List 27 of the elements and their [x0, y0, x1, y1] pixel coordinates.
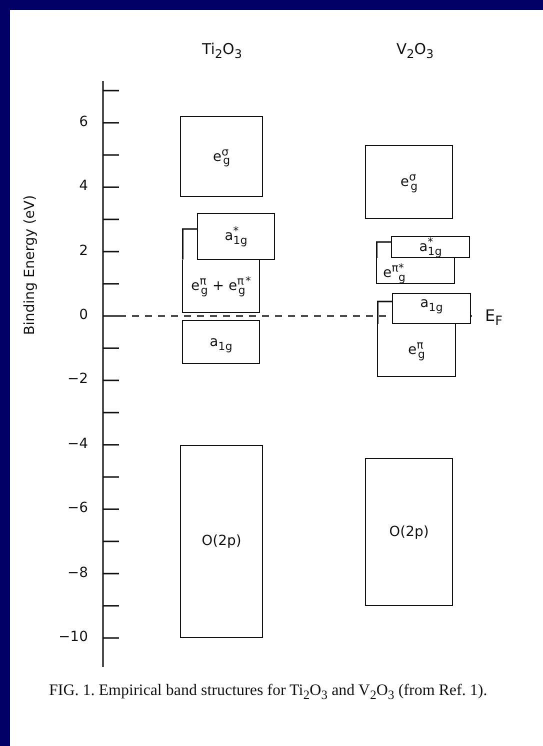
tick-label: 4 [79, 179, 88, 194]
energy-band-box [365, 145, 453, 220]
tick-label: −6 [67, 501, 88, 516]
band-label: O(2p) [202, 534, 242, 548]
compound-title: V$_{2}$O$_{3}$ [396, 42, 434, 57]
tick-label: −8 [67, 566, 88, 580]
tick-label: 2 [79, 244, 88, 258]
energy-band-box [197, 212, 275, 260]
band-label: O(2p) [389, 524, 429, 539]
figure-caption: FIG. 1. Empirical band structures for Ti$_{2}$O$_{3}$ and V$_{2}$O$_{3}$ (from Ref. 1). [48, 681, 488, 701]
tick-label: −2 [67, 372, 88, 386]
energy-band-box [180, 444, 263, 638]
axis-title: Binding Energy (eV) [23, 195, 37, 335]
energy-band-box [365, 458, 453, 606]
fermi-level-label: E$_{F}$ [485, 308, 502, 324]
energy-band-box [377, 324, 456, 378]
tick-label: −10 [58, 630, 88, 644]
energy-band-box [182, 320, 260, 364]
energy-band-box [376, 258, 455, 284]
compound-title: Ti$_{2}$O$_{3}$ [202, 42, 242, 57]
energy-band-box [182, 260, 260, 313]
tick-label: −4 [67, 436, 88, 451]
tick-label: 6 [79, 114, 88, 129]
energy-band-box [392, 293, 471, 324]
energy-band-box [180, 116, 263, 197]
tick-label: 0 [79, 308, 88, 322]
energy-band-box [391, 236, 470, 258]
